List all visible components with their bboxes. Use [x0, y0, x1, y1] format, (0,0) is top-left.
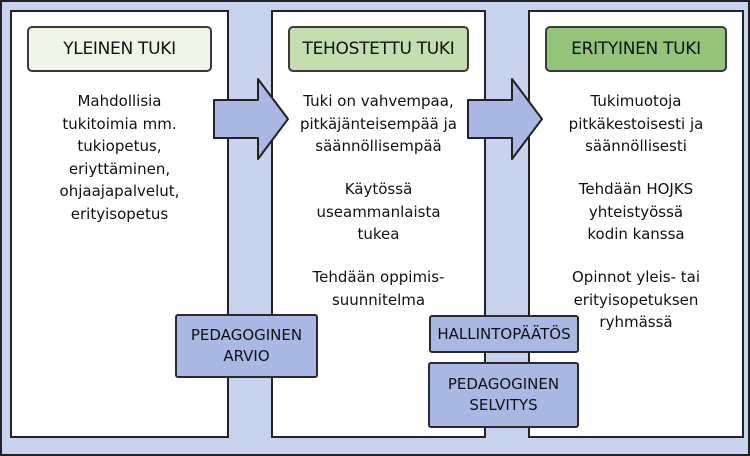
text-line: tukea: [357, 225, 400, 244]
header-erityinen-tuki: ERITYINEN TUKI: [545, 26, 727, 72]
column-yleinen-tuki: YLEINEN TUKI Mahdollisia tukitoimia mm. …: [10, 10, 229, 438]
box-pedagoginen-selvitys: PEDAGOGINEN SELVITYS: [428, 362, 579, 428]
text-line: tukitoimia mm.: [62, 114, 177, 133]
text-line: yhteistyössä: [588, 202, 684, 221]
box-line: HALLINTOPÄÄTÖS: [437, 324, 571, 343]
text-line: Tehdään HOJKS: [578, 180, 694, 198]
text-tehostettu-tuki-3: Tehdään oppimis- suunnitelma: [279, 266, 478, 311]
text-line: säännöllisempää: [315, 137, 442, 156]
text-line: tukiopetus,: [77, 137, 162, 156]
text-line: useammanlaista: [316, 202, 441, 221]
header-tehostettu-tuki: TEHOSTETTU TUKI: [288, 26, 469, 72]
text-line: erityisopetus: [70, 204, 169, 223]
text-line: ryhmässä: [599, 313, 673, 332]
text-tehostettu-tuki-1: Tuki on vahvempaa, pitkäjänteisempää ja …: [279, 90, 478, 158]
box-hallintopaatos: HALLINTOPÄÄTÖS: [429, 315, 579, 353]
text-erityinen-tuki-1: Tukimuotoja pitkäkestoisesti ja säännöll…: [536, 90, 736, 158]
text-line: eriyttäminen,: [68, 159, 171, 178]
text-line: pitkäjänteisempää ja: [299, 114, 458, 133]
box-line: SELVITYS: [469, 396, 538, 414]
arrow-right-icon: [467, 78, 543, 160]
text-line: ohjaajapalvelut,: [59, 182, 180, 201]
text-yleinen-tuki: Mahdollisia tukitoimia mm. tukiopetus, e…: [18, 90, 221, 226]
text-line: Tuki on vahvempaa,: [303, 92, 454, 110]
text-line: säännöllisesti: [585, 137, 687, 156]
text-erityinen-tuki-3: Opinnot yleis- tai erityisopetuksen ryhm…: [536, 266, 736, 334]
text-line: Käytössä: [344, 180, 413, 198]
box-line: ARVIO: [223, 347, 270, 365]
text-line: Mahdollisia: [77, 92, 162, 110]
text-line: kodin kanssa: [587, 225, 685, 244]
box-pedagoginen-arvio: PEDAGOGINEN ARVIO: [175, 314, 318, 378]
box-line: PEDAGOGINEN: [190, 326, 303, 344]
text-line: pitkäkestoisesti ja: [568, 114, 704, 133]
text-tehostettu-tuki-2: Käytössä useammanlaista tukea: [279, 178, 478, 246]
arrow-right-icon: [213, 78, 289, 160]
text-line: erityisopetuksen: [573, 290, 699, 309]
text-line: suunnitelma: [331, 290, 426, 309]
text-erityinen-tuki-2: Tehdään HOJKS yhteistyössä kodin kanssa: [536, 178, 736, 246]
header-yleinen-tuki: YLEINEN TUKI: [27, 26, 212, 72]
text-line: Opinnot yleis- tai: [571, 268, 700, 286]
text-line: Tukimuotoja: [590, 92, 682, 110]
box-line: PEDAGOGINEN: [447, 375, 560, 393]
text-line: Tehdään oppimis-: [312, 268, 445, 286]
